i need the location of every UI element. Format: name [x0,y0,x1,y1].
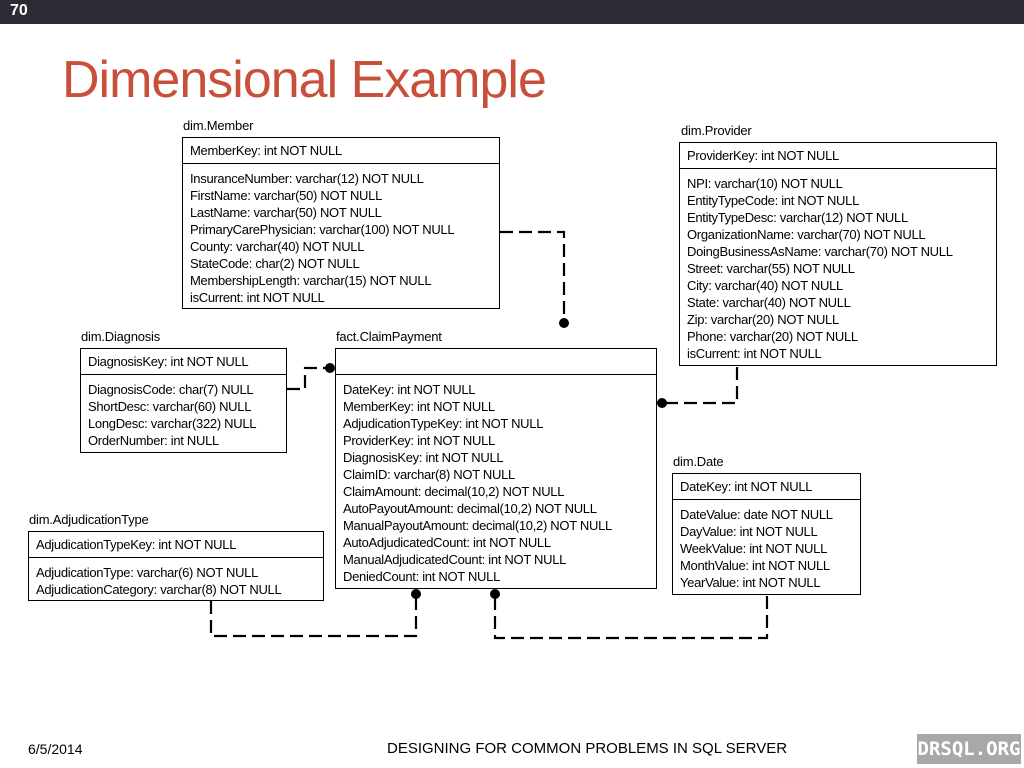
column-row: DateKey: int NOT NULL [343,382,476,397]
column-row: ManualPayoutAmount: decimal(10,2) NOT NU… [343,518,612,533]
column-row: ProviderKey: int NOT NULL [343,433,495,448]
column-list: AdjudicationType: varchar(6) NOT NULL Ad… [29,558,323,600]
entity-provider: ProviderKey: int NOT NULL NPI: varchar(1… [679,142,997,366]
column-row: NPI: varchar(10) NOT NULL [687,176,843,191]
connector-end-dot [559,318,569,328]
column-row: PrimaryCarePhysician: varchar(100) NOT N… [190,222,455,237]
connector-end-dot [411,589,421,599]
column-row: LongDesc: varchar(322) NULL [88,416,257,431]
column-row: MemberKey: int NOT NULL [343,399,495,414]
footer-title: DESIGNING FOR COMMON PROBLEMS IN SQL SER… [387,740,788,757]
column-row: StateCode: char(2) NOT NULL [190,256,360,271]
column-row: OrganizationName: varchar(70) NOT NULL [687,227,926,242]
column-list: DiagnosisCode: char(7) NULL ShortDesc: v… [81,375,286,451]
column-row: YearValue: int NOT NULL [680,575,821,590]
connector-end-dot [325,363,335,373]
column-row: DateValue: date NOT NULL [680,507,833,522]
primary-key-row: DateKey: int NOT NULL [673,474,860,500]
column-list: NPI: varchar(10) NOT NULL EntityTypeCode… [680,169,996,364]
footer-date: 6/5/2014 [28,741,83,757]
column-row: Zip: varchar(20) NOT NULL [687,312,839,327]
entity-diagnosis: DiagnosisKey: int NOT NULL DiagnosisCode… [80,348,287,453]
entity-name-member: dim.Member [183,118,254,133]
connector-diagnosis-claim [287,366,330,391]
column-row: County: varchar(40) NOT NULL [190,239,365,254]
column-row: EntityTypeCode: int NOT NULL [687,193,859,208]
entity-name-provider: dim.Provider [681,123,752,138]
entity-claim-payment: DateKey: int NOT NULL MemberKey: int NOT… [335,348,657,589]
column-row: isCurrent: int NOT NULL [687,346,822,361]
slide-title: Dimensional Example [62,51,547,109]
column-row: ManualAdjudicatedCount: int NOT NULL [343,552,567,567]
column-row: DiagnosisKey: int NOT NULL [343,450,504,465]
entity-adjudication-type: AdjudicationTypeKey: int NOT NULL Adjudi… [28,531,324,601]
connector-member-claim [500,230,566,323]
column-row: DoingBusinessAsName: varchar(70) NOT NUL… [687,244,953,259]
column-row: AdjudicationTypeKey: int NOT NULL [343,416,544,431]
primary-key-row: MemberKey: int NOT NULL [183,138,499,164]
column-row: Phone: varchar(20) NOT NULL [687,329,858,344]
connector-adjudication-claim [209,594,418,638]
drsql-logo: DRSQL.ORG [917,734,1021,764]
connector-end-dot [490,589,500,599]
entity-date: DateKey: int NOT NULL DateValue: date NO… [672,473,861,595]
column-row: AdjudicationType: varchar(6) NOT NULL [36,565,259,580]
column-row: ClaimID: varchar(8) NOT NULL [343,467,515,482]
column-row: MonthValue: int NOT NULL [680,558,830,573]
column-row: State: varchar(40) NOT NULL [687,295,851,310]
column-row: MembershipLength: varchar(15) NOT NULL [190,273,432,288]
column-row: LastName: varchar(50) NOT NULL [190,205,382,220]
column-row: AdjudicationCategory: varchar(8) NOT NUL… [36,582,282,597]
column-row: isCurrent: int NOT NULL [190,290,325,305]
connector-provider-claim [662,367,739,405]
primary-key-row: ProviderKey: int NOT NULL [680,143,996,169]
primary-key-row: DiagnosisKey: int NOT NULL [81,349,286,375]
column-row: AutoPayoutAmount: decimal(10,2) NOT NULL [343,501,597,516]
entity-name-date: dim.Date [673,454,724,469]
slide-header-bar: 70 [0,0,1024,24]
column-list: DateValue: date NOT NULL DayValue: int N… [673,500,860,593]
entity-member: MemberKey: int NOT NULL InsuranceNumber:… [182,137,500,309]
primary-key-row: AdjudicationTypeKey: int NOT NULL [29,532,323,558]
column-row: InsuranceNumber: varchar(12) NOT NULL [190,171,424,186]
connector-end-dot [657,398,667,408]
column-row: AutoAdjudicatedCount: int NOT NULL [343,535,551,550]
connector-date-claim [493,594,769,640]
column-row: OrderNumber: int NULL [88,433,219,448]
entity-name-adjudication-type: dim.AdjudicationType [29,512,149,527]
column-row: ShortDesc: varchar(60) NULL [88,399,252,414]
column-row: Street: varchar(55) NOT NULL [687,261,855,276]
column-row: EntityTypeDesc: varchar(12) NOT NULL [687,210,908,225]
column-row: City: varchar(40) NOT NULL [687,278,843,293]
column-row: DiagnosisCode: char(7) NULL [88,382,254,397]
primary-key-row [336,349,656,375]
entity-name-diagnosis: dim.Diagnosis [81,329,161,344]
column-row: DayValue: int NOT NULL [680,524,818,539]
column-list: DateKey: int NOT NULL MemberKey: int NOT… [336,375,656,587]
column-list: InsuranceNumber: varchar(12) NOT NULL Fi… [183,164,499,308]
entity-name-claim-payment: fact.ClaimPayment [336,329,442,344]
column-row: WeekValue: int NOT NULL [680,541,827,556]
column-row: ClaimAmount: decimal(10,2) NOT NULL [343,484,565,499]
column-row: DeniedCount: int NOT NULL [343,569,501,584]
column-row: FirstName: varchar(50) NOT NULL [190,188,383,203]
slide-number: 70 [10,2,28,19]
